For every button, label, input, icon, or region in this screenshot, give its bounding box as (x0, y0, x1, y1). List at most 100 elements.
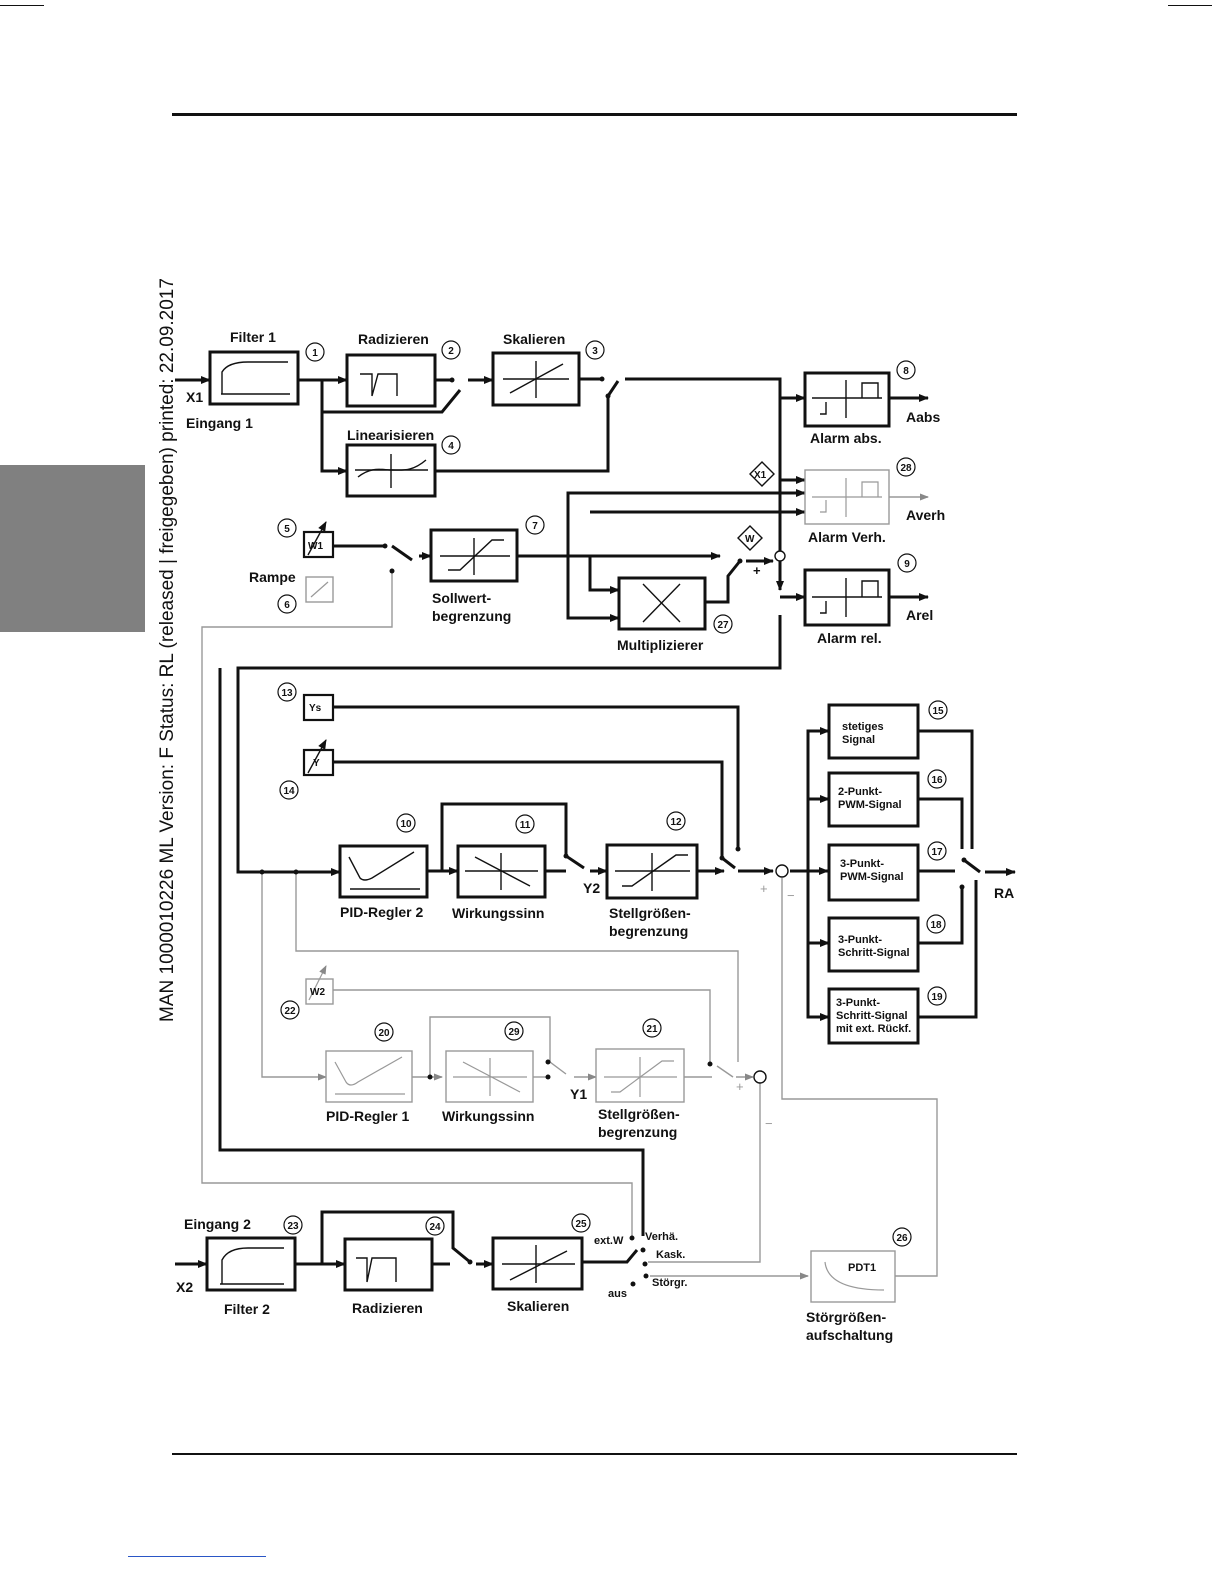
block-number-22: 22 (284, 1006, 296, 1017)
block-number-circle (277, 518, 297, 538)
block-number-circle (927, 986, 947, 1006)
radizieren2-label: Radizieren (352, 1300, 423, 1316)
alarm-abs-label: Alarm abs. (810, 430, 882, 446)
eingang2-label: Eingang 2 (184, 1216, 251, 1232)
block-number-circle (396, 813, 416, 833)
block-number-20: 20 (378, 1028, 390, 1039)
pid1-label: PID-Regler 1 (326, 1108, 409, 1124)
block-number-16: 16 (931, 775, 943, 786)
block-number-25: 25 (575, 1219, 587, 1230)
block-number-13: 13 (281, 688, 293, 699)
block-number-8: 8 (903, 366, 909, 377)
crop-mark-left (0, 5, 44, 6)
block-number-circle (283, 1215, 303, 1235)
block-number-7: 7 (532, 521, 538, 532)
aus-label: aus (608, 1288, 627, 1300)
block-number-circle (305, 342, 325, 362)
alarm-rel-label: Alarm rel. (817, 630, 882, 646)
stell1-label-2: begrenzung (598, 1124, 677, 1140)
w-marker-label: W (745, 534, 755, 545)
block-number-circle (425, 1216, 445, 1236)
chapter-tab (0, 465, 145, 632)
filter1-label: Filter 1 (230, 329, 276, 345)
block-number-circle (926, 914, 946, 934)
block-number-19: 19 (931, 992, 943, 1003)
thin-signal-wires (201, 493, 938, 1280)
faint-glyphs (308, 478, 885, 1291)
stoer-label-2: aufschaltung (806, 1327, 893, 1343)
rueck-label-3: mit ext. Rückf. (836, 1023, 911, 1035)
summing-points (753, 550, 789, 1084)
crop-mark-right (1168, 5, 1212, 6)
stetiges-label-2: Signal (842, 734, 875, 746)
dreipunkt-label-2: PWM-Signal (840, 871, 904, 883)
dreipunkt-schritt-block (827, 916, 920, 973)
eingang1-label: Eingang 1 (186, 415, 253, 431)
wirkungssinn1-label: Wirkungssinn (442, 1108, 534, 1124)
block-number-14: 14 (283, 786, 295, 797)
stell1-label-1: Stellgrößen- (598, 1106, 680, 1122)
block-number-circle (441, 340, 461, 360)
diamond-markers (737, 461, 775, 551)
block-number-circle (277, 594, 297, 614)
alarm-abs-block (803, 371, 891, 428)
block-number-23: 23 (287, 1221, 299, 1232)
junction-dots (259, 376, 967, 1287)
rampe-label: Rampe (249, 569, 296, 585)
minus-y2-label: − (787, 888, 795, 903)
zweipunkt-label-1: 2-Punkt- (838, 786, 882, 798)
kask-label: Kask. (656, 1249, 685, 1261)
block-number-circle (927, 841, 947, 861)
pdt1-label: PDT1 (848, 1262, 876, 1274)
block-number-circle (515, 814, 535, 834)
stell2-label-1: Stellgrößen- (609, 905, 691, 921)
diagram-labels: Filter 1 Radizieren Skalieren Linearisie… (176, 329, 1014, 1343)
aabs-label: Aabs (906, 409, 940, 425)
x2-label: X2 (176, 1279, 193, 1295)
minus-y1-label: − (765, 1116, 773, 1131)
w1-label: W1 (308, 541, 323, 552)
y1-label: Y1 (570, 1086, 587, 1102)
plus-y1-label: + (736, 1079, 744, 1094)
block-number-24: 24 (429, 1222, 441, 1233)
block-number-circle (897, 553, 917, 573)
averh-label: Averh (906, 507, 945, 523)
skalieren1-label: Skalieren (503, 331, 565, 347)
block-number-circle (927, 769, 947, 789)
w2-box (305, 978, 334, 1005)
block-number-circle (896, 360, 916, 380)
block-number-17: 17 (931, 847, 943, 858)
stetiges-label-1: stetiges (842, 721, 884, 733)
ys-box (302, 693, 335, 722)
plus-w-label: + (753, 563, 761, 578)
rueck-label-2: Schritt-Signal (836, 1010, 908, 1022)
zweipunkt-block (827, 771, 920, 828)
block-glyphs (220, 361, 882, 1285)
arel-label: Arel (906, 607, 933, 623)
w2-label: W2 (310, 987, 325, 998)
dreipunkt-rueck-block (827, 987, 920, 1045)
schritt-label-1: 3-Punkt- (838, 934, 882, 946)
signal-wires (175, 376, 1016, 1268)
block-number-29: 29 (508, 1027, 520, 1038)
block-number-circle (374, 1022, 394, 1042)
ra-label: RA (994, 885, 1014, 901)
block-number-12: 12 (670, 817, 682, 828)
radizieren1-block (345, 353, 437, 408)
footer-rule (172, 1453, 1017, 1455)
block-number-18: 18 (930, 920, 942, 931)
block-number-circle (571, 1213, 591, 1233)
filter2-block (205, 1236, 297, 1292)
block-number-circle (280, 1000, 300, 1020)
footer-link-line (128, 1556, 266, 1557)
schritt-label-2: Schritt-Signal (838, 947, 910, 959)
filter2-label: Filter 2 (224, 1301, 270, 1317)
block-number-circle (713, 614, 733, 634)
dreipunkt-pwm-block (827, 843, 920, 902)
ys-label: Ys (309, 703, 322, 714)
block-number-circle (525, 515, 545, 535)
header-rule (172, 113, 1017, 116)
rampe-box (305, 576, 334, 603)
plus-y2-label: + (760, 881, 768, 896)
